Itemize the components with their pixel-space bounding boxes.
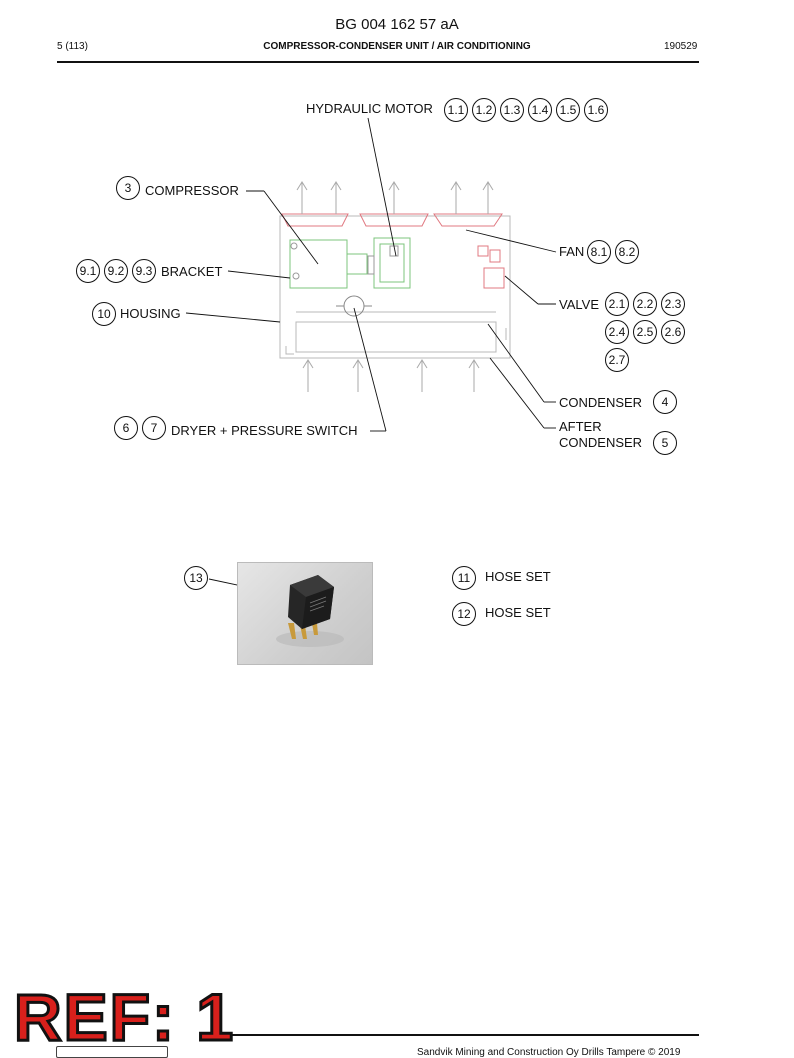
hose-set-label-11: HOSE SET	[485, 569, 551, 584]
motor-detail	[290, 242, 399, 280]
callout-2-1: 2.1	[605, 292, 629, 316]
callout-2-2: 2.2	[633, 292, 657, 316]
relay-icon	[276, 575, 344, 647]
callout-1-2: 1.2	[472, 98, 496, 122]
callout-2-7: 2.7	[605, 348, 629, 372]
callout-6: 6	[114, 416, 138, 440]
document-date: 190529	[664, 41, 698, 52]
dryer-body	[336, 295, 372, 317]
callout-7: 7	[142, 416, 166, 440]
leader-lines	[185, 117, 557, 602]
callout-2-5: 2.5	[633, 320, 657, 344]
condenser-label: CONDENSER	[559, 395, 643, 410]
after-condenser-label-line1: AFTER	[559, 419, 602, 434]
dryer-label: DRYER + PRESSURE SWITCH	[171, 423, 358, 438]
compressor-outline	[289, 237, 411, 289]
fan-shrouds	[281, 213, 503, 227]
callout-5: 5	[653, 431, 677, 455]
bracket-label: BRACKET	[161, 264, 223, 279]
callout-2-4: 2.4	[605, 320, 629, 344]
document-id: BG 004 162 57 aA	[335, 16, 459, 33]
compressor-label: COMPRESSOR	[145, 183, 239, 198]
fan-label: FAN	[559, 244, 585, 259]
callout-8-1: 8.1	[587, 240, 611, 264]
hydraulic-motor-label: HYDRAULIC MOTOR	[306, 101, 433, 116]
ref-stamp: REF: 1	[12, 980, 236, 1054]
callout-11: 11	[452, 566, 476, 590]
callout-1-3: 1.3	[500, 98, 524, 122]
callout-10: 10	[92, 302, 116, 326]
housing-outline	[279, 215, 511, 359]
callout-9-1: 9.1	[76, 259, 100, 283]
callout-9-3: 9.3	[132, 259, 156, 283]
footer-rule	[232, 1034, 699, 1036]
callout-1-5: 1.5	[556, 98, 580, 122]
relay-photo	[237, 562, 373, 665]
callout-3: 3	[116, 176, 140, 200]
after-condenser-label-line2: CONDENSER	[559, 435, 643, 450]
section-title: COMPRESSOR-CONDENSER UNIT / AIR CONDITIO…	[263, 41, 531, 52]
airflow-in-arrows	[302, 359, 480, 392]
callout-2-3: 2.3	[661, 292, 685, 316]
callout-9-2: 9.2	[104, 259, 128, 283]
valve-label: VALVE	[559, 297, 599, 312]
callout-8-2: 8.2	[615, 240, 639, 264]
header-rule	[57, 61, 699, 63]
hose-set-label-12: HOSE SET	[485, 605, 551, 620]
callout-2-6: 2.6	[661, 320, 685, 344]
callout-1-4: 1.4	[528, 98, 552, 122]
housing-label: HOUSING	[120, 306, 181, 321]
airflow-out-arrows	[296, 181, 494, 214]
callout-12: 12	[452, 602, 476, 626]
callout-1-6: 1.6	[584, 98, 608, 122]
page-number: 5 (113)	[57, 41, 88, 52]
callout-1-1: 1.1	[444, 98, 468, 122]
callout-4: 4	[653, 390, 677, 414]
callout-13: 13	[184, 566, 208, 590]
valve-block	[477, 245, 505, 289]
